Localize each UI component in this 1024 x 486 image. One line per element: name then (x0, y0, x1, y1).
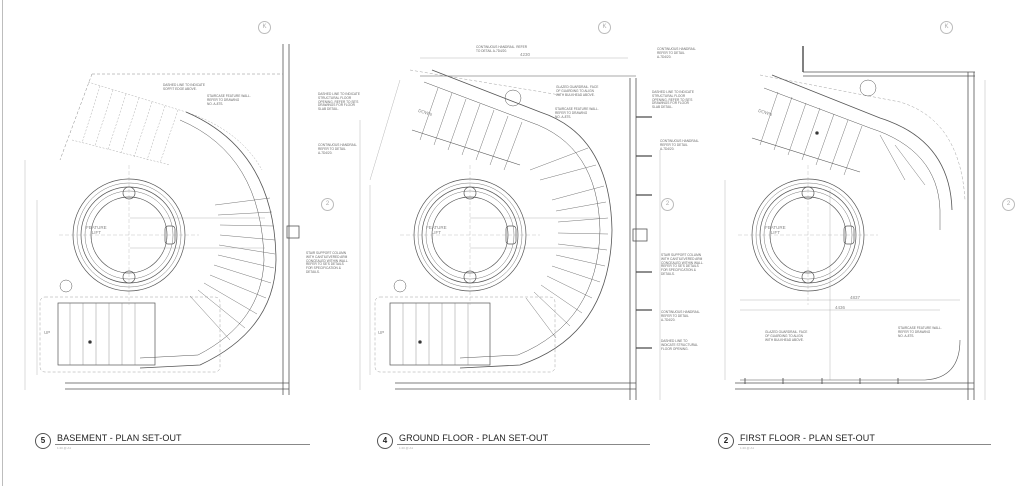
annotation-note: CONTINUOUS HANDRAIL. REFER TO DETAIL A-7… (660, 139, 700, 151)
grid-bubble-k: K (598, 21, 611, 34)
plan-scale: 1:20 @ A1 (399, 446, 414, 450)
plan-scale: 1:20 @ A1 (57, 446, 72, 450)
plan-title-basement: 5 BASEMENT - PLAN SET-OUT 1:20 @ A1 (35, 433, 310, 459)
annotation-note: STAIRCASE FEATURE WALL. REFER TO DRAWING… (555, 107, 599, 119)
lift-label: FEATURE LIFT (765, 225, 786, 235)
plan-scale: 1:20 @ A1 (740, 446, 755, 450)
annotation-note: GLAZED GUARDRAIL. FACE OF GUARDING TO AL… (765, 330, 808, 342)
grid-bubble-k: K (258, 21, 271, 34)
annotation-note: STAIRCASE FEATURE WALL. REFER TO DRAWING… (207, 94, 251, 106)
basement-plan (24, 44, 300, 395)
annotation-note: CONTINUOUS HANDRAIL. REFER TO DETAIL A-7… (661, 310, 701, 322)
plan-title: GROUND FLOOR - PLAN SET-OUT (399, 433, 549, 443)
plan-title-ground-floor: 4 GROUND FLOOR - PLAN SET-OUT 1:20 @ A1 (377, 433, 652, 459)
plan-title-first-floor: 2 FIRST FLOOR - PLAN SET-OUT 1:20 @ A1 (718, 433, 1008, 459)
annotation-note: DASHED LINE TO INDICATE STRUCTURAL FLOOR… (318, 92, 360, 112)
annotation-note: STAIR SUPPORT COLUMN WITH CANTILEVERED A… (306, 251, 349, 274)
drawing-number-bubble: 4 (377, 433, 393, 449)
up-label: UP (378, 330, 385, 335)
dimension-label: 4837 (850, 295, 861, 300)
plan-title: FIRST FLOOR - PLAN SET-OUT (740, 433, 875, 443)
grid-bubble-2: 2 (321, 198, 334, 211)
drawing-number-bubble: 2 (718, 433, 734, 449)
lift-label: FEATURE LIFT (426, 225, 447, 235)
title-underline (397, 444, 650, 445)
annotation-note: DASHED LINE TO INDICATE STRUCTURAL FLOOR… (652, 90, 694, 110)
up-label: UP (44, 330, 51, 335)
annotation-note: CONTINUOUS HANDRAIL. REFER TO DETAIL A-7… (318, 143, 358, 155)
grid-bubble-2: 2 (661, 198, 674, 211)
plan-title: BASEMENT - PLAN SET-OUT (57, 433, 182, 443)
title-underline (55, 444, 310, 445)
annotation-note: STAIR SUPPORT COLUMN WITH CANTILEVERED A… (661, 253, 704, 276)
ground-floor-plan (359, 57, 661, 400)
dimension-label: 4230 (520, 52, 531, 57)
annotation-note: CONTINUOUS HANDRAIL. REFER TO DETAIL A-7… (476, 45, 528, 53)
annotation-note: GLAZED GUARDRAIL. FACE OF GUARDING TO AL… (556, 85, 599, 97)
annotation-note: STAIRCASE FEATURE WALL. REFER TO DRAWING… (898, 326, 942, 338)
annotation-note: DASHED LINE TO INDICATE STRUCTURAL FLOOR… (661, 339, 698, 351)
annotation-note: DASHED LINE TO INDICATE SOFFIT EDGE ABOV… (163, 83, 205, 91)
drawing-number-bubble: 5 (35, 433, 51, 449)
sheet-border (2, 0, 3, 486)
title-underline (738, 444, 991, 445)
annotation-note: CONTINUOUS HANDRAIL. REFER TO DETAIL A-7… (657, 47, 697, 59)
lift-label: FEATURE LIFT (86, 225, 107, 235)
grid-bubble-2: 2 (1002, 198, 1015, 211)
dimension-label: 4436 (835, 305, 846, 310)
grid-bubble-k: K (940, 21, 953, 34)
first-floor-plan (724, 46, 986, 400)
